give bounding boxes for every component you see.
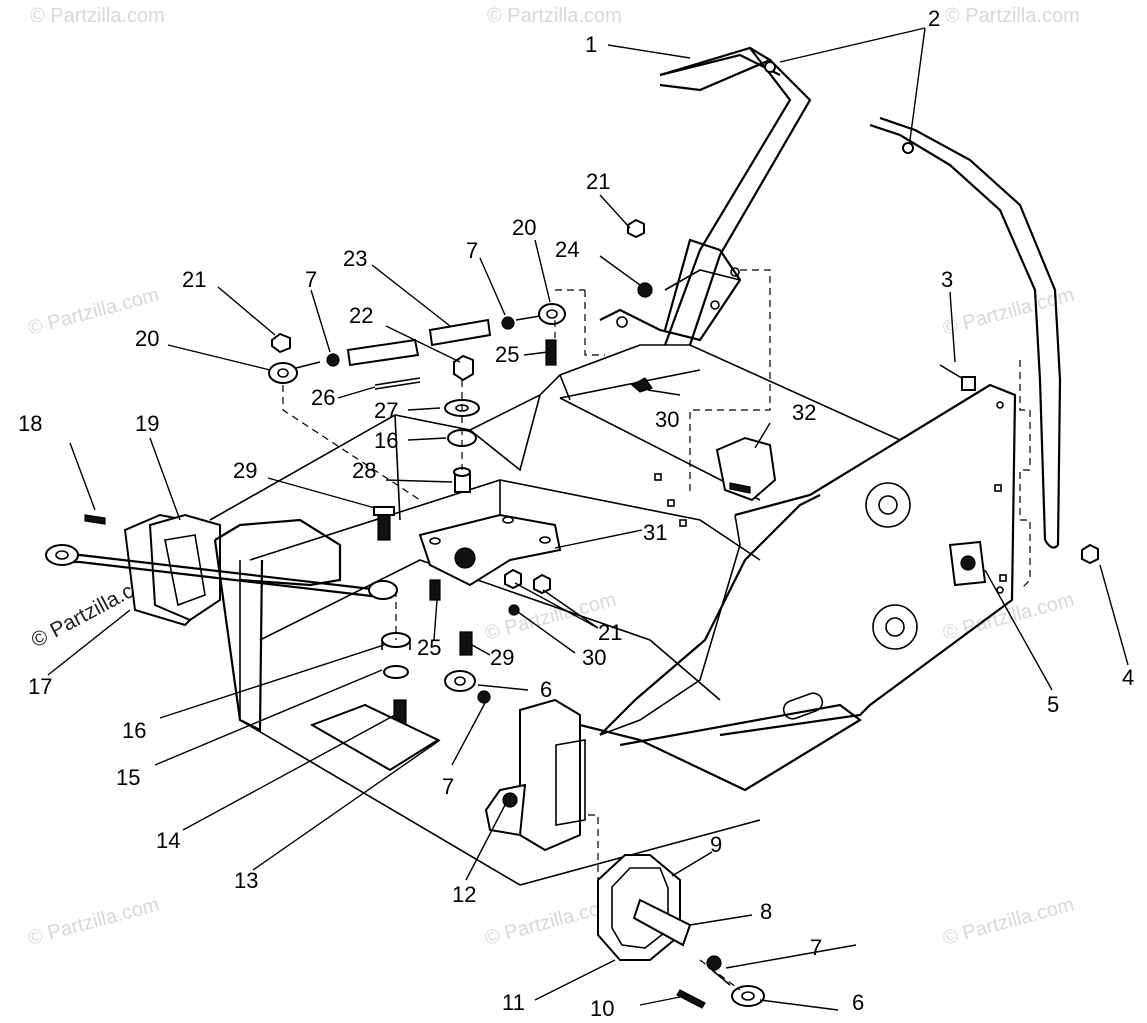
callout-9: 9 [710,832,722,857]
linkage-left [45,513,398,732]
callout-27: 27 [374,398,398,423]
handlebar-assembly [555,46,1062,549]
frame-slot [782,692,824,720]
rod-end-6 [444,670,476,692]
callout-28: 28 [352,458,376,483]
fastener-3 [961,376,976,391]
callout-7: 7 [442,774,454,799]
callout-7: 7 [810,935,822,960]
callout-3: 3 [941,267,953,292]
right-parts [715,364,1099,587]
callout-14: 14 [156,828,180,853]
callout-1: 1 [585,32,597,57]
callout-20: 20 [512,215,536,240]
nut-21 [271,332,291,354]
callout-15: 15 [116,765,140,790]
pivot-plate-31 [418,513,562,587]
tube-22 [346,338,420,367]
callout-22: 22 [349,303,373,328]
washer-15 [383,665,409,679]
rod-end-20 [268,362,298,384]
callout-7: 7 [305,267,317,292]
callout-11: 11 [502,990,525,1015]
bolt-29 [377,511,391,541]
callout-2: 2 [928,6,940,31]
callout-32: 32 [792,400,816,425]
bolt-25 [545,339,557,366]
callout-16: 16 [122,718,146,743]
callout-20: 20 [135,326,159,351]
callout-26: 26 [311,385,335,410]
nut-21 [627,218,645,239]
callout-19: 19 [135,411,159,436]
callout-12: 12 [452,882,476,907]
leader-lines [47,27,1129,1011]
watermark: © Partzilla.com [30,5,165,27]
callout-21: 21 [598,620,622,645]
linkage-upper [268,218,653,501]
frame-hole [872,604,918,650]
callout-31: 31 [643,520,667,545]
callout-7: 7 [466,238,478,263]
chassis-frame [209,344,1031,886]
shaft-8 [632,898,692,947]
callout-30: 30 [582,645,606,670]
linkage-middle [309,506,562,772]
pad-13 [309,703,441,772]
callout-17: 17 [28,674,52,699]
callout-13: 13 [234,868,258,893]
watermark: © Partzilla.com [487,5,622,27]
nut [453,354,474,382]
callout-18: 18 [18,411,42,436]
callout-25: 25 [417,635,441,660]
plate-12 [484,783,527,837]
lower-parts [484,698,765,1009]
callout-30: 30 [655,407,679,432]
callout-21: 21 [182,267,206,292]
callout-6: 6 [852,990,864,1015]
callout-29: 29 [233,458,257,483]
watermark: © Partzilla.com [26,894,162,950]
callout-23: 23 [343,246,367,271]
callout-10: 10 [590,996,614,1021]
frame-hole [865,482,911,528]
callout-8: 8 [760,899,772,924]
jam-nut-7 [326,353,340,367]
tube-23 [428,318,492,347]
callout-29: 29 [490,645,514,670]
watermark: © Partzilla.com [941,894,1077,950]
watermark: © Partzilla.com [945,5,1080,27]
callout-4: 4 [1122,665,1134,690]
callout-24: 24 [555,237,579,262]
callout-5: 5 [1047,692,1059,717]
bracket [519,698,581,852]
rod-end-20 [538,303,566,325]
callouts: 1 2 3 4 5 6 6 7 7 7 7 8 9 10 11 12 13 14… [18,6,1134,1021]
nut-24 [637,282,653,298]
callout-16: 16 [374,428,398,453]
callout-21: 21 [586,169,610,194]
callout-6: 6 [540,677,552,702]
callout-25: 25 [495,342,519,367]
nut-4 [1081,543,1099,565]
